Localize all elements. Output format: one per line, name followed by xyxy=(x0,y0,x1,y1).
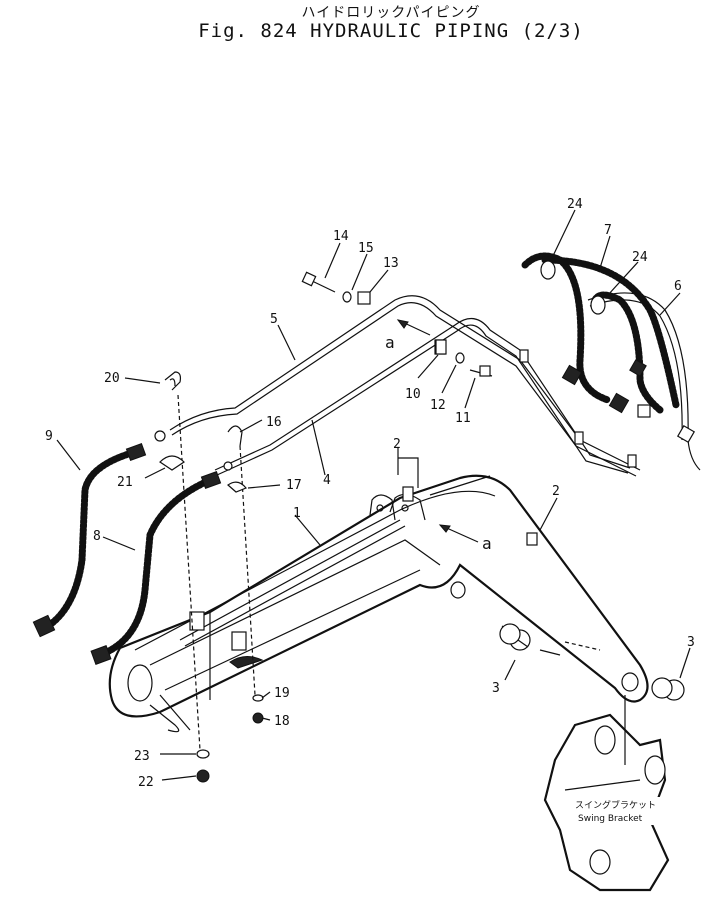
swing-bracket-label-jp: スイングブラケット xyxy=(575,799,656,811)
callout-17: 17 xyxy=(286,478,302,493)
callout-1: 1 xyxy=(293,506,301,521)
callout-2b: 2 xyxy=(552,484,560,499)
callout-13: 13 xyxy=(383,256,399,271)
swing-bracket: スイングブラケット Swing Bracket xyxy=(543,695,670,892)
callout-24b: 24 xyxy=(632,250,648,265)
callout-3a: 3 xyxy=(492,681,500,696)
callout-7: 7 xyxy=(604,223,612,238)
callout-22: 22 xyxy=(138,775,154,790)
callout-11: 11 xyxy=(455,411,471,426)
leader-lines xyxy=(56,209,691,781)
boom-assembly xyxy=(108,474,649,733)
callout-6: 6 xyxy=(674,279,682,294)
callout-14: 14 xyxy=(333,229,349,244)
callout-12: 12 xyxy=(430,398,446,413)
callout-16: 16 xyxy=(266,415,282,430)
view-marker-a-top: a xyxy=(385,333,395,352)
callout-2a: 2 xyxy=(393,437,401,452)
callout-4: 4 xyxy=(323,473,331,488)
callout-9: 9 xyxy=(45,429,53,444)
callout-8: 8 xyxy=(93,529,101,544)
callout-5: 5 xyxy=(270,312,278,327)
fasteners xyxy=(154,271,538,783)
callout-10: 10 xyxy=(405,387,421,402)
callout-19: 19 xyxy=(274,686,290,701)
figure-title-japanese: ハイドロリックパイピング xyxy=(301,5,481,21)
callout-3b: 3 xyxy=(687,635,695,650)
callout-21: 21 xyxy=(117,475,133,490)
figure-title: Fig. 824 HYDRAULIC PIPING (2/3) xyxy=(198,20,584,42)
bushing-parts xyxy=(499,623,685,701)
swing-bracket-label: Swing Bracket xyxy=(578,814,643,824)
callout-labels: 1 2 2 3 3 4 5 6 7 8 9 10 11 12 13 14 15 … xyxy=(45,197,695,790)
callout-20: 20 xyxy=(104,371,120,386)
callout-23: 23 xyxy=(134,749,150,764)
view-marker-a-boom: a xyxy=(482,534,492,553)
callout-18: 18 xyxy=(274,714,290,729)
hoses xyxy=(32,252,701,665)
callout-24a: 24 xyxy=(567,197,583,212)
callout-15: 15 xyxy=(358,241,374,256)
